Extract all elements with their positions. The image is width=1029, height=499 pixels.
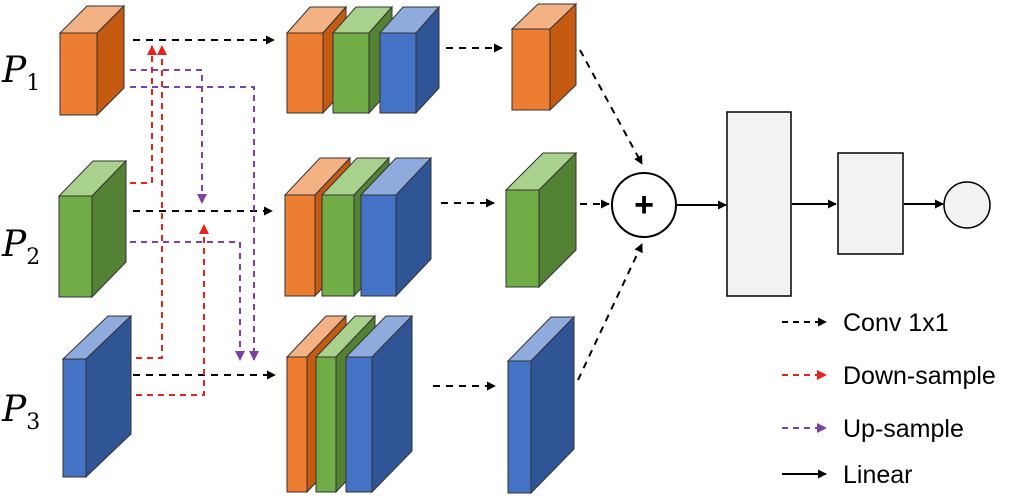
down-sample-arrows — [130, 45, 209, 396]
up-sample-arrows — [130, 69, 259, 361]
input-feature-p3 — [61, 314, 133, 479]
linear-path — [677, 199, 944, 210]
linear-layer-1 — [726, 111, 792, 297]
output-feature-p1 — [510, 2, 578, 112]
output-feature-p2 — [504, 151, 578, 289]
down-sample-arrow-p3-to-p2 — [136, 224, 209, 396]
output-feature-p3 — [506, 315, 576, 495]
down-sample-arrow-p3-to-p1 — [136, 45, 167, 359]
legend-conv-label: Conv 1x1 — [843, 309, 949, 337]
level-label-p3: P3 — [1, 389, 40, 435]
up-sample-arrow-p2-to-p3 — [130, 241, 245, 361]
legend-up-sample-label: Up-sample — [843, 415, 964, 443]
up-sample-arrow-p1-to-p3 — [130, 86, 259, 361]
input-feature-p2 — [57, 159, 128, 299]
legend-down-sample-label: Down-sample — [843, 362, 996, 390]
concat-stack-p3 — [285, 314, 414, 494]
legend-linear-label: Linear — [843, 461, 913, 489]
linear-layer-2 — [837, 152, 904, 255]
concat-stack-p1 — [285, 5, 441, 115]
level-label-p2: P2 — [1, 224, 40, 270]
up-sample-arrow-p1-to-p2 — [130, 69, 207, 204]
conv-arrow-p1-to-sum — [579, 49, 643, 165]
plus-icon: + — [634, 186, 654, 224]
down-sample-arrow-p2-to-p1 — [130, 45, 157, 184]
output-node — [943, 181, 991, 229]
concat-stack-p2 — [283, 156, 433, 298]
legend: Conv 1x1 Down-sample Up-sample Linear — [782, 309, 996, 489]
level-label-p1: P1 — [1, 50, 40, 96]
conv-arrow-p3-to-sum — [577, 243, 643, 381]
sum-node: + — [611, 172, 677, 238]
input-feature-p1 — [58, 4, 126, 117]
